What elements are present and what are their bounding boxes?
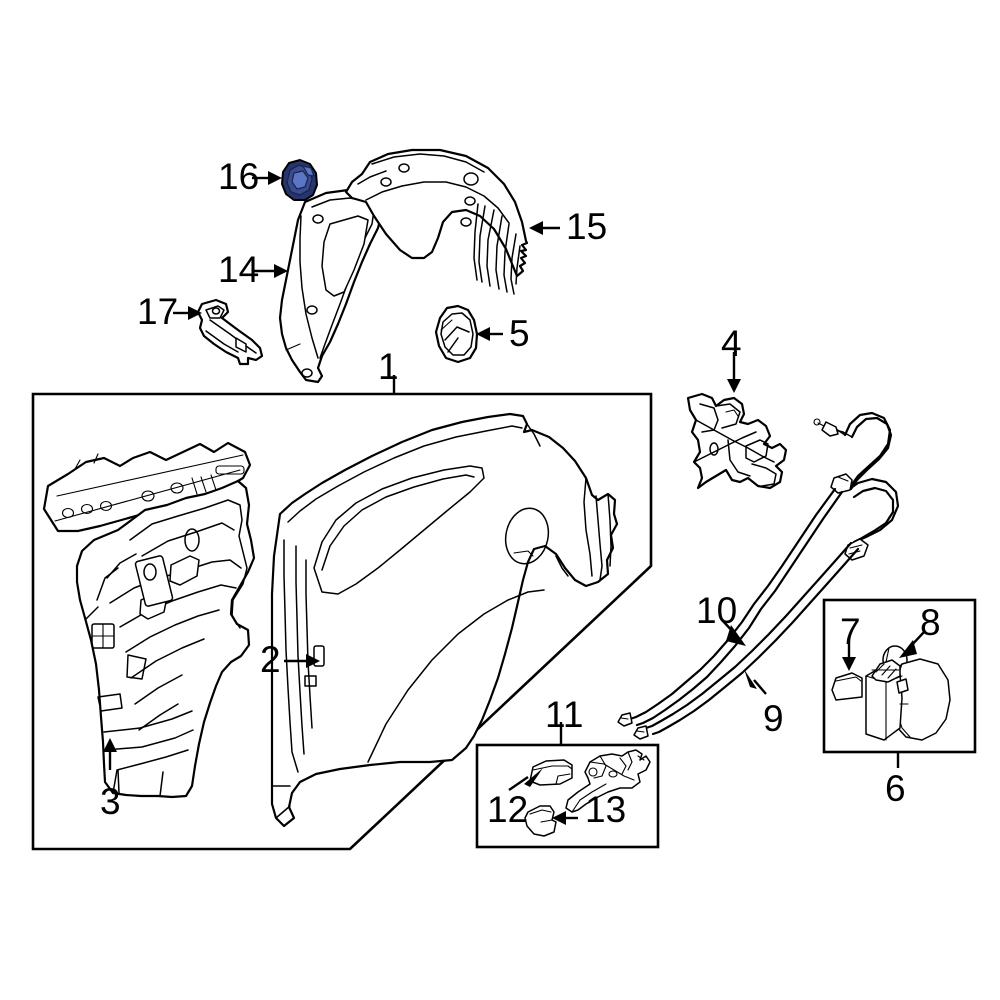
part-15-wheelhouse-liner-front — [344, 148, 529, 295]
leader-2 — [284, 654, 320, 668]
leader-14 — [252, 264, 288, 278]
part-6-fuel-filler-housing — [865, 658, 951, 741]
callout-10: 10 — [696, 590, 738, 631]
callout-3: 3 — [100, 781, 121, 822]
leader-3 — [103, 738, 117, 770]
part-7-filler-cap-retainer — [831, 672, 863, 701]
leader-13 — [552, 811, 578, 825]
leader-8 — [899, 630, 926, 658]
group-box-1 — [31, 392, 653, 851]
leader-15 — [529, 221, 560, 235]
leader-10 — [721, 619, 746, 646]
part-11-latch-assembly — [565, 749, 651, 813]
part-4-bracket-reinforcement — [686, 392, 788, 490]
leader-5 — [476, 327, 503, 341]
callout-8: 8 — [920, 602, 941, 643]
callout-4: 4 — [721, 323, 742, 364]
leader-9 — [744, 669, 767, 695]
callout-13: 13 — [585, 789, 627, 830]
parts-9-10-release-cables — [617, 411, 900, 740]
part-2-quarter-panel-outer — [270, 412, 619, 828]
callout-1: 1 — [378, 346, 399, 387]
part-16-liner-retainer-clip-highlighted — [281, 159, 318, 201]
leader-16 — [252, 171, 282, 185]
callout-15: 15 — [566, 206, 608, 247]
callout-9: 9 — [763, 698, 784, 739]
part-17-mounting-bracket — [196, 298, 264, 366]
leader-12 — [508, 768, 543, 791]
callout-5: 5 — [509, 313, 530, 354]
leader-17 — [173, 306, 202, 320]
group-box-11 — [475, 743, 660, 849]
leader-4 — [727, 352, 741, 393]
callout-14: 14 — [218, 249, 260, 290]
part-5-corner-filler-bracket — [434, 304, 479, 364]
callout-17: 17 — [137, 291, 179, 332]
part-12-latch-cover — [529, 759, 573, 786]
part-14-wheelhouse-liner-rear — [278, 188, 384, 384]
part-3-inner-wheelhouse — [42, 441, 256, 799]
part-13-latch-stopper — [524, 805, 557, 837]
callout-2: 2 — [260, 639, 281, 680]
callout-6: 6 — [885, 768, 906, 809]
leader-7 — [842, 640, 856, 671]
callout-11: 11 — [545, 694, 584, 735]
callout-16: 16 — [218, 156, 260, 197]
group-box-6 — [822, 598, 977, 754]
callout-7: 7 — [840, 611, 861, 652]
callout-12: 12 — [487, 789, 529, 830]
